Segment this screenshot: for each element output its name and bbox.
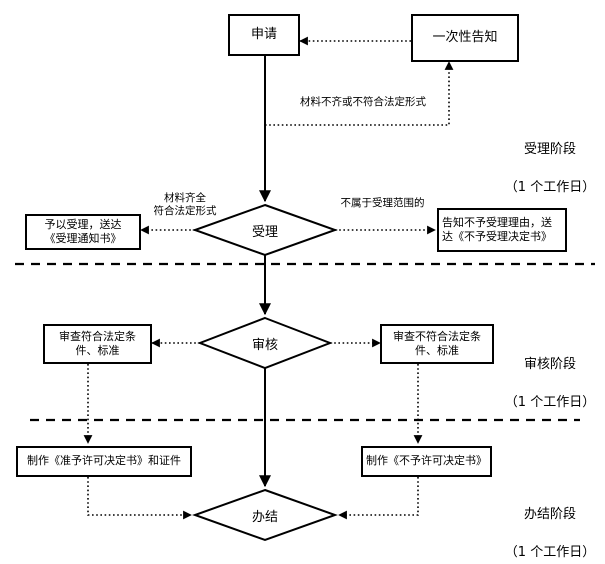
node-grant-accept-label: 予以受理，送达 《受理通知书》 xyxy=(44,218,122,245)
stage-label-review-name: 审核阶段 xyxy=(523,356,576,372)
stage-label-acceptance: 受理阶段 （1 个工作日） xyxy=(498,122,602,216)
edge-denial-to-complete xyxy=(338,477,419,520)
node-application[interactable]: 申请 xyxy=(228,14,300,56)
stage-label-completion-name: 办结阶段 xyxy=(523,506,576,522)
node-review-conform[interactable]: 审查符合法定条 件、标准 xyxy=(43,324,152,364)
accept-diamond-shape xyxy=(192,203,338,257)
node-make-permit[interactable]: 制作《准予许可决定书》和证件 xyxy=(16,446,192,477)
node-review-not-conform-label: 审查不符合法定条 件、标准 xyxy=(393,330,481,357)
complete-diamond-shape xyxy=(192,488,338,542)
node-grant-accept[interactable]: 予以受理，送达 《受理通知书》 xyxy=(25,214,141,250)
edge-materials-incomplete-to-notice xyxy=(265,61,454,126)
stage-label-completion-duration: （1 个工作日） xyxy=(504,544,596,560)
node-make-denial-label: 制作《不予许可决定书》 xyxy=(366,454,487,468)
node-make-permit-label: 制作《准予许可决定书》和证件 xyxy=(27,454,181,468)
node-one-time-notice[interactable]: 一次性告知 xyxy=(411,14,519,62)
stage-label-completion: 办结阶段 （1 个工作日） xyxy=(498,487,602,564)
stage-label-review: 审核阶段 （1 个工作日） xyxy=(498,337,602,431)
node-review-not-conform[interactable]: 审查不符合法定条 件、标准 xyxy=(380,324,494,364)
node-one-time-notice-label: 一次性告知 xyxy=(432,30,498,46)
edge-permit-to-complete xyxy=(87,477,192,520)
node-application-label: 申请 xyxy=(250,27,277,43)
node-notice-reject-accept-label: 告知不予受理理由，送 达《不予受理决定书》 xyxy=(442,216,552,243)
stage-label-acceptance-duration: （1 个工作日） xyxy=(504,179,596,195)
node-review-conform-label: 审查符合法定条 件、标准 xyxy=(59,330,136,357)
review-diamond-shape xyxy=(197,316,333,370)
stage-label-acceptance-name: 受理阶段 xyxy=(523,141,576,157)
node-make-denial[interactable]: 制作《不予许可决定书》 xyxy=(361,446,492,477)
stage-label-review-duration: （1 个工作日） xyxy=(504,394,596,410)
